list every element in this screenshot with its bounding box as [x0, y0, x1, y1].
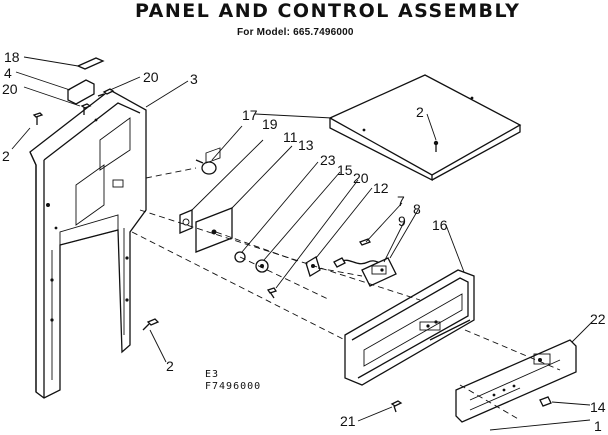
callout-8: 8 [413, 201, 421, 217]
figure-code-line-1: E3 [205, 369, 220, 380]
callout-17: 17 [242, 107, 258, 123]
callout-14: 14 [590, 399, 606, 415]
callout-21: 21 [340, 413, 356, 429]
top-cover-part [328, 74, 522, 182]
figure-code-line-2: F7496000 [205, 381, 262, 392]
screw-icon [390, 400, 403, 413]
callout-12: 12 [373, 180, 389, 196]
callout-9: 9 [398, 213, 406, 229]
control-panel-part [455, 339, 577, 423]
callout-20-mid: 20 [353, 170, 369, 186]
control-bracket-part [179, 147, 233, 253]
callout-1: 1 [594, 418, 602, 434]
callout-2-bottom: 2 [166, 358, 174, 374]
wire-harness-part [333, 238, 397, 287]
callout-labels: 18 4 20 20 3 2 17 19 11 13 23 15 20 12 7… [2, 49, 606, 434]
screw-icon [266, 287, 278, 299]
callout-leaders [11, 56, 593, 431]
knob-icon [195, 159, 217, 175]
callout-16: 16 [432, 217, 448, 233]
callout-2-left: 2 [2, 148, 10, 164]
model-subtitle: For Model: 665.7496000 [237, 27, 354, 38]
assembly-guide-lines [131, 167, 561, 421]
callout-15: 15 [337, 162, 353, 178]
callout-2-cover: 2 [416, 104, 424, 120]
callout-13: 13 [298, 137, 314, 153]
side-frame-part [29, 89, 147, 399]
screw-icon [32, 88, 160, 331]
callout-19: 19 [262, 116, 278, 132]
callout-7: 7 [397, 193, 405, 209]
diagram-title: PANEL AND CONTROL ASSEMBLY [135, 0, 521, 22]
console-frame-part [344, 269, 475, 386]
callout-23: 23 [320, 152, 336, 168]
callout-20-upper: 20 [2, 81, 18, 97]
callout-4: 4 [4, 65, 12, 81]
callout-3: 3 [190, 71, 198, 87]
figure-code: E3 F7496000 [205, 369, 261, 393]
bracket-part [67, 57, 105, 105]
callout-18: 18 [4, 49, 20, 65]
switch-part [305, 256, 321, 277]
callout-20-top: 20 [143, 69, 159, 85]
callout-22: 22 [590, 311, 606, 327]
callout-11: 11 [283, 129, 298, 145]
